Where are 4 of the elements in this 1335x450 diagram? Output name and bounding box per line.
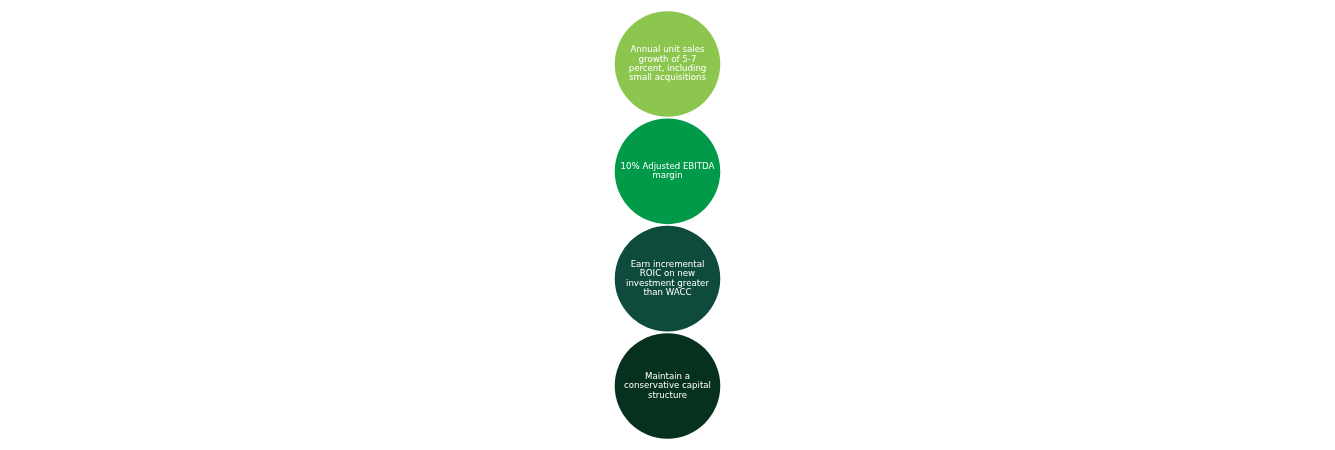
node-circle: Annual unit sales growth of 5-7 percent, including small acquisitions [614, 11, 721, 117]
node-circle: 10% Adjusted EBITDA margin [614, 118, 721, 225]
node-circle: Earn incremental ROIC on new investment greater than WACC [614, 225, 721, 332]
node-circle: Maintain a conservative capital structure [614, 333, 721, 439]
